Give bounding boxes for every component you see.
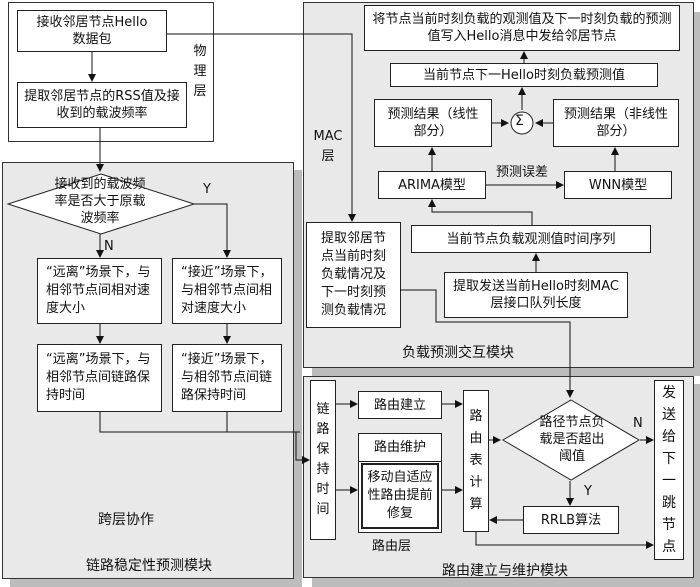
route-module-title: 路由建立与维护模块 <box>442 563 568 579</box>
threshold-text: 路径节点负载是否超出阈值 <box>539 415 605 464</box>
physical-layer-label: 物理层 <box>193 44 207 99</box>
time-series-box: 当前节点负载观测值时间序列 <box>411 225 651 253</box>
near-link-box: “接近”场景下，与相邻节点间链路保持时间 <box>172 344 282 412</box>
route-layer-label: 路由层 <box>372 539 412 554</box>
prediction-error-label: 预测误差 <box>496 165 549 180</box>
decision-text: 接收到的载波频率是否大于原载波频率 <box>54 177 146 226</box>
wnn-box: WNN模型 <box>564 171 672 199</box>
threshold-diamond <box>502 399 640 481</box>
rrlb-box: RRLB算法 <box>523 506 619 534</box>
write-hello-box: 将节点当前时刻负载的观测值及下一时刻负载的预测值写入Hello消息中发给邻居节点 <box>364 5 680 51</box>
link-stability-title: 链路稳定性预测模块 <box>86 558 212 574</box>
carrier-decision-diamond <box>6 173 196 235</box>
far-speed-box: “远离”场景下，与相邻节点间相对速度大小 <box>37 258 162 324</box>
sum-node <box>510 111 534 135</box>
threshold-yes-label: Y <box>584 484 592 499</box>
extract-neighbor-box: 提取邻居节点当前时刻负载情况及下一时刻预测负载情况 <box>306 222 401 328</box>
route-maint-box: 路由维护 <box>358 433 442 461</box>
send-next-box: 发送给下一跳节点 <box>654 380 684 560</box>
decision-yes-label: Y <box>203 182 211 197</box>
linear-result-box: 预测结果（线性部分） <box>374 99 492 147</box>
receive-hello-box: 接收邻居节点Hello数据包 <box>17 10 167 52</box>
cross-layer-label: 跨层协作 <box>98 512 154 528</box>
load-prediction-title: 负载预测交互模块 <box>402 345 514 361</box>
decision-no-label: N <box>104 239 114 254</box>
adaptive-repair-box: 移动自适应性路由提前修复 <box>361 463 439 529</box>
near-speed-box: “接近”场景下，与相邻节点间相对速度大小 <box>172 258 282 324</box>
route-build-box: 路由建立 <box>358 391 442 419</box>
route-calc-box: 路由表计算 <box>463 390 489 532</box>
nonlinear-result-box: 预测结果（非线性部分） <box>553 99 679 147</box>
threshold-no-label: N <box>633 416 643 431</box>
next-prediction-box: 当前节点下一Hello时刻负载预测值 <box>390 63 658 87</box>
arima-box: ARIMA模型 <box>378 171 486 199</box>
queue-length-box: 提取发送当前Hello时刻MAC层接口队列长度 <box>444 272 628 318</box>
extract-rss-box: 提取邻居节点的RSS值及接收到的载波频率 <box>17 82 187 128</box>
link-hold-box: 链路保持时间 <box>310 380 336 540</box>
sum-symbol: Σ <box>515 113 524 129</box>
mac-layer-label: MAC层 <box>313 129 343 164</box>
far-link-box: “远离”场景下，与相邻节点间链路保持时间 <box>37 344 162 412</box>
